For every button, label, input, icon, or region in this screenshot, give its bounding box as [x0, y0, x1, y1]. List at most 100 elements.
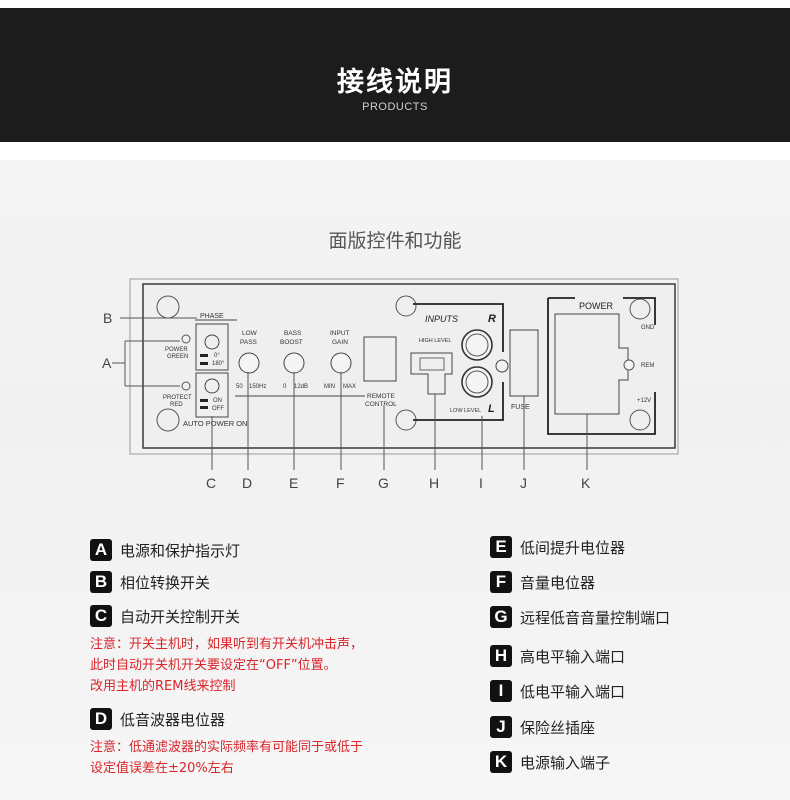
- phase-indicator-0: [200, 354, 208, 357]
- bass-boost-scale-max: 12dB: [294, 384, 308, 390]
- legend-badge-b: B: [90, 571, 112, 593]
- callout-f: F: [336, 475, 345, 491]
- protect-led-label-2: RED: [170, 402, 183, 408]
- bass-boost-scale-min: 0: [283, 384, 287, 390]
- remote-label-2: CONTROL: [365, 401, 397, 408]
- low-pass-scale-min: 50: [236, 384, 243, 390]
- low-pass-scale-max: 150Hz: [249, 384, 266, 390]
- page-title: 接线说明: [337, 67, 453, 98]
- rca-left-inner: [465, 370, 489, 394]
- legend-badge-c: C: [90, 605, 112, 627]
- legend-item-k: K 电源输入端子: [490, 750, 610, 774]
- callout-j: J: [520, 475, 527, 491]
- fuse-screw: [495, 359, 509, 373]
- bass-boost-label-2: BOOST: [280, 339, 303, 346]
- legend-text-g: 远程低音音量控制端口: [520, 608, 671, 627]
- input-l-label: L: [488, 403, 495, 415]
- input-r-label: R: [488, 313, 496, 325]
- phase-label: PHASE: [200, 313, 224, 320]
- legend-text-d: 低音波器电位器: [120, 710, 226, 729]
- remote-label-1: REMOTE: [367, 393, 395, 400]
- rca-right-inner: [465, 333, 489, 357]
- legend-item-b: B 相位转换开关: [90, 570, 210, 594]
- auto-power-on-label: AUTO POWER ON: [183, 419, 247, 428]
- legend-item-c: C 自动开关控制开关: [90, 604, 240, 628]
- callout-d: D: [242, 475, 252, 491]
- input-gain-label-2: GAIN: [332, 339, 348, 346]
- legend-text-i: 低电平输入端口: [520, 682, 626, 701]
- legend-item-a: A 电源和保护指示灯: [90, 538, 240, 562]
- note-d-line-2: 设定值误差在±20%左右: [90, 761, 234, 776]
- protect-led: [181, 381, 191, 391]
- legend-badge-h: H: [490, 645, 512, 667]
- on-label: ON: [213, 398, 222, 404]
- legend-badge-a: A: [90, 539, 112, 561]
- content-section: [0, 160, 790, 800]
- legend-item-f: F 音量电位器: [490, 570, 595, 594]
- callout-a: A: [102, 355, 112, 371]
- note-c-line-3: 改用主机的REM线来控制: [90, 679, 236, 694]
- phase-0-label: 0°: [214, 353, 220, 359]
- low-pass-knob: [238, 352, 260, 374]
- legend-badge-f: F: [490, 571, 512, 593]
- legend-item-e: E 低间提升电位器: [490, 535, 625, 559]
- callout-e: E: [289, 475, 298, 491]
- callout-h: H: [429, 475, 439, 491]
- phase-switch-knob: [204, 334, 220, 350]
- legend-text-k: 电源输入端子: [520, 753, 611, 772]
- phase-switch: [195, 323, 229, 371]
- input-gain-label-1: INPUT: [330, 330, 350, 337]
- note-c-line-1: 注意：开关主机时，如果听到有开关机冲击声，: [90, 637, 364, 652]
- gnd-label: GND: [641, 325, 655, 331]
- legend-text-b: 相位转换开关: [120, 573, 211, 592]
- mount-hole-top-right: [629, 298, 651, 320]
- legend-badge-j: J: [490, 716, 512, 738]
- plus12v-label: +12V: [637, 398, 651, 404]
- note-d: 注意：低通滤波器的实际频率有可能同于或低于 设定值误差在±20%左右: [90, 737, 363, 779]
- mount-hole-top-mid: [395, 295, 417, 317]
- rem-label: REM: [641, 363, 654, 369]
- bass-boost-label-1: BASS: [284, 330, 302, 337]
- callout-k: K: [581, 475, 591, 491]
- legend-text-f: 音量电位器: [520, 573, 596, 592]
- note-d-line-1: 注意：低通滤波器的实际频率有可能同于或低于: [90, 740, 364, 755]
- mount-hole-bottom-right: [629, 409, 651, 431]
- legend-text-e: 低间提升电位器: [520, 538, 626, 557]
- low-pass-label-1: LOW: [242, 330, 258, 337]
- legend-badge-k: K: [490, 751, 512, 773]
- auto-power-indicator-off: [200, 406, 208, 409]
- legend-text-h: 高电平输入端口: [520, 647, 626, 666]
- auto-power-indicator-on: [200, 399, 208, 402]
- off-label: OFF: [212, 406, 224, 412]
- protect-led-label-1: PROTECT: [163, 395, 192, 401]
- high-level-connector: [410, 352, 453, 395]
- callout-b: B: [103, 310, 112, 326]
- input-gain-knob: [330, 352, 352, 374]
- note-c: 注意：开关主机时，如果听到有开关机冲击声， 此时自动开关机开关要设定在“OFF”…: [90, 634, 363, 697]
- legend-badge-e: E: [490, 536, 512, 558]
- legend-item-i: I 低电平输入端口: [490, 679, 625, 703]
- low-pass-label-2: PASS: [240, 339, 258, 346]
- bass-boost-knob: [283, 352, 305, 374]
- callout-i: I: [479, 475, 483, 491]
- fuse-holder: [509, 329, 539, 397]
- legend-item-h: H 高电平输入端口: [490, 644, 625, 668]
- legend-text-c: 自动开关控制开关: [120, 607, 241, 626]
- legend-text-j: 保险丝插座: [520, 718, 596, 737]
- power-led: [181, 334, 191, 344]
- low-level-label: LOW LEVEL: [450, 408, 481, 414]
- legend-badge-g: G: [490, 606, 512, 628]
- inputs-label: INPUTS: [425, 314, 458, 324]
- callout-c: C: [206, 475, 216, 491]
- mount-hole-bottom-left: [156, 408, 180, 432]
- remote-control-port: [363, 336, 397, 382]
- power-label: POWER: [579, 301, 614, 311]
- legend-badge-d: D: [90, 708, 112, 730]
- phase-indicator-180: [200, 362, 208, 365]
- diagram-title: 面版控件和功能: [328, 230, 462, 252]
- power-led-label-1: POWER: [165, 347, 188, 353]
- legend-text-a: 电源和保护指示灯: [120, 541, 241, 560]
- power-led-label-2: GREEN: [167, 354, 188, 360]
- high-level-label: HIGH LEVEL: [419, 338, 451, 344]
